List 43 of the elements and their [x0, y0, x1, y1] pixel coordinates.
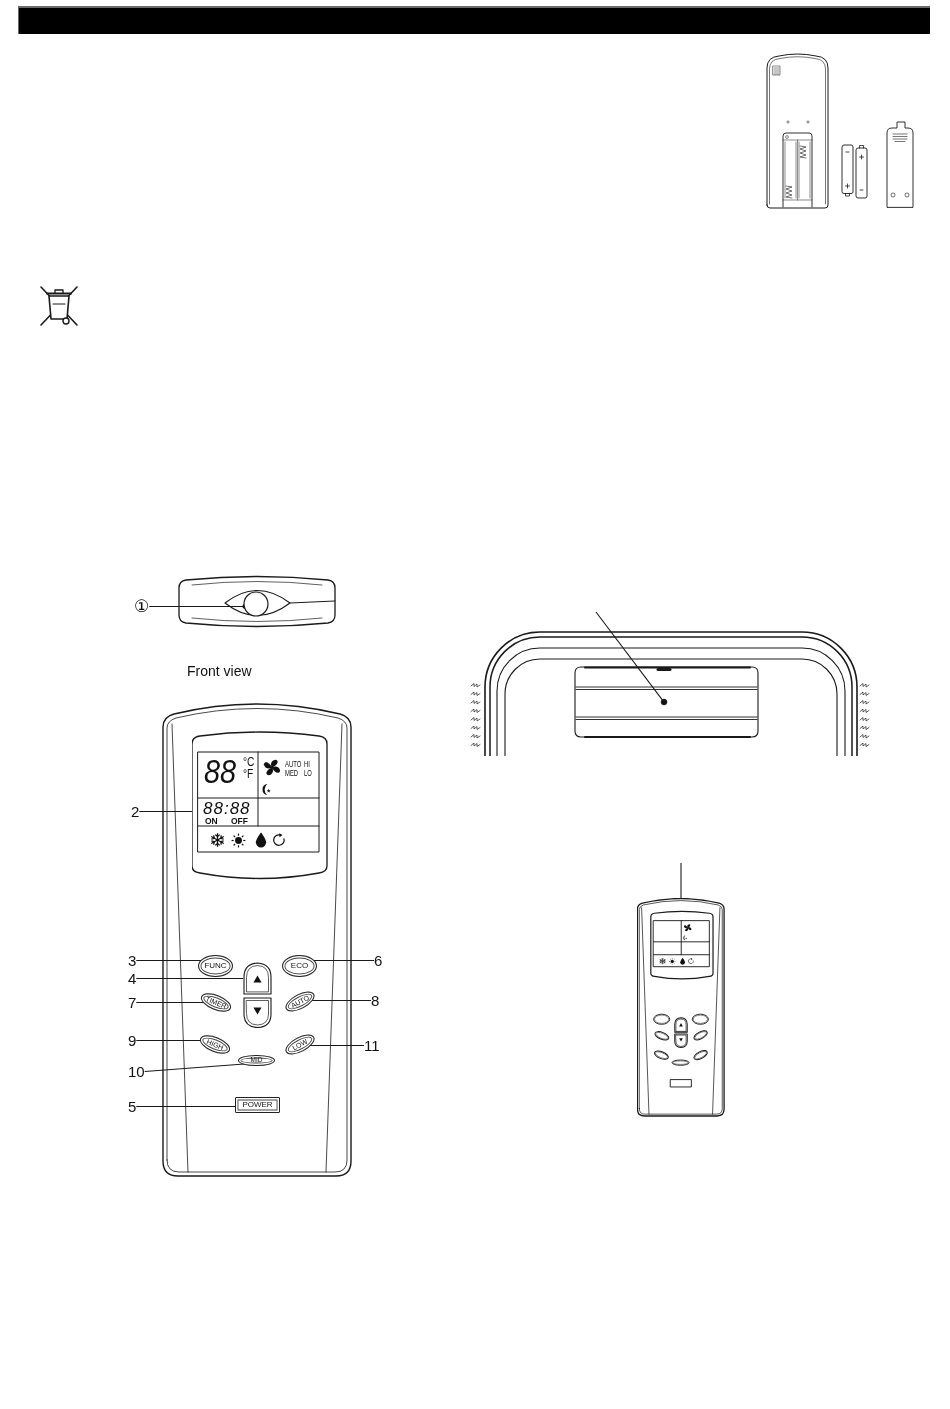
- leader-line: [309, 1044, 365, 1047]
- leader-line: [144, 1063, 245, 1073]
- timer-digits: 88:88: [203, 800, 251, 817]
- temperature-digits: 88: [204, 753, 237, 788]
- emitter-lens: [243, 591, 269, 617]
- fan-speed-label: HI: [304, 758, 310, 768]
- lcd-screen: [192, 731, 328, 880]
- receiver-dot: [660, 698, 668, 706]
- power-button: POWER: [235, 1097, 280, 1113]
- leader-line: [135, 1039, 202, 1042]
- timer-label: ON: [205, 817, 218, 826]
- leader-line: [135, 1105, 236, 1108]
- callout-number: 4: [128, 971, 137, 986]
- leader-line: [680, 862, 682, 899]
- remote-control: [162, 703, 353, 1177]
- callout-number: 9: [128, 1033, 137, 1048]
- remote-control-drawing: [637, 898, 725, 1117]
- callout-number: 11: [364, 1038, 380, 1053]
- remote-top-view: [176, 575, 338, 628]
- callout-number: 7: [128, 995, 137, 1010]
- callout-number: 6: [374, 953, 383, 968]
- view-caption: Front view: [187, 664, 252, 678]
- callout-number: 3: [128, 953, 137, 968]
- arrow-up-button: [243, 962, 272, 995]
- leader-line: [135, 977, 244, 980]
- callout-number: ①: [134, 598, 150, 615]
- fan-speed-label: MED: [285, 767, 299, 777]
- remote-button: FUNC: [198, 955, 233, 977]
- timer-label: OFF: [231, 817, 248, 826]
- leader-line: [135, 1001, 205, 1004]
- fan-speed-label: LO: [304, 767, 312, 777]
- fan-speed-label: AUTO: [285, 758, 302, 768]
- leader-line: [595, 611, 663, 701]
- leader-line: [138, 810, 193, 813]
- degree-unit: °F: [243, 767, 254, 780]
- degree-unit: °C: [243, 756, 255, 768]
- callout-number: 10: [128, 1064, 145, 1079]
- callout-number: 5: [128, 1099, 137, 1114]
- callout-number: 2: [131, 804, 140, 819]
- callout-number: 8: [371, 993, 380, 1008]
- arrow-down-button: [243, 997, 272, 1028]
- leader-line: [311, 999, 372, 1002]
- remote-button: ECO: [282, 955, 317, 977]
